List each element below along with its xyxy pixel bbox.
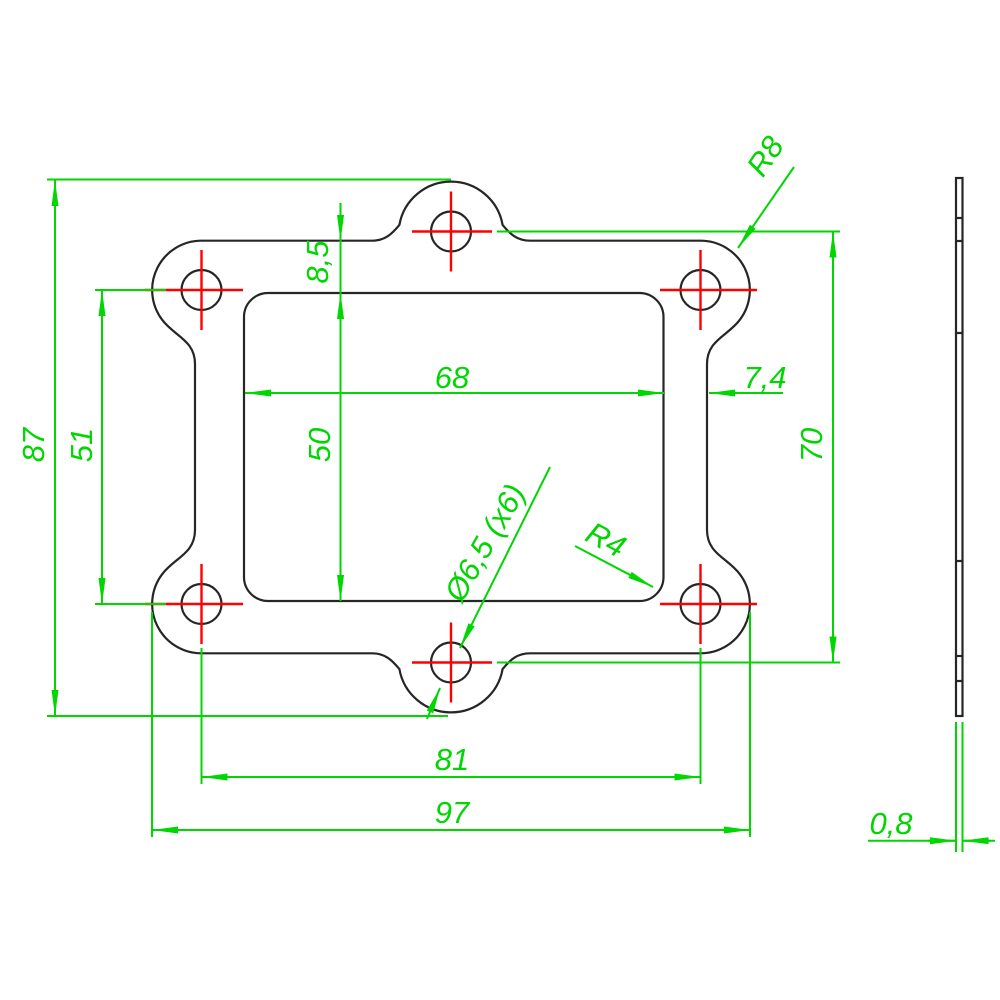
dim-label-corner-radius: R8	[740, 129, 792, 182]
dim-label-inner-width: 68	[435, 360, 470, 395]
dim-label-middle-hole-spacing: 70	[794, 428, 829, 462]
inner-cutout	[242, 291, 665, 603]
dim-label-inner-height: 50	[302, 428, 337, 462]
leader-hole-diameter-opposite	[426, 687, 441, 720]
side-view-plate	[954, 176, 964, 718]
leader-radius-r4	[574, 545, 654, 588]
hole-centerlines	[145, 191, 757, 703]
dim-label-thickness: 0,8	[869, 806, 913, 841]
dim-label-side-margin: 7,4	[743, 360, 786, 395]
dim-label-top-edge-offset: 8,5	[300, 240, 335, 284]
dim-label-outer-height: 87	[16, 426, 51, 462]
dim-label-hole-spacing-x: 81	[435, 742, 469, 777]
dimensions: 87 51 8,5 50 68 7,4 70 81 97 0,8 R8 R4 Ø…	[16, 129, 995, 852]
dim-label-hole-diameter: Ø6,5 (x6)	[437, 478, 532, 608]
leader-hole-diameter	[459, 466, 551, 649]
leader-radius-r8	[737, 166, 795, 249]
dim-label-inner-corner-radius: R4	[580, 515, 631, 565]
dim-label-hole-spacing-y: 51	[64, 428, 99, 462]
side-view-outline	[954, 176, 964, 718]
dim-label-outer-width: 97	[435, 795, 471, 830]
